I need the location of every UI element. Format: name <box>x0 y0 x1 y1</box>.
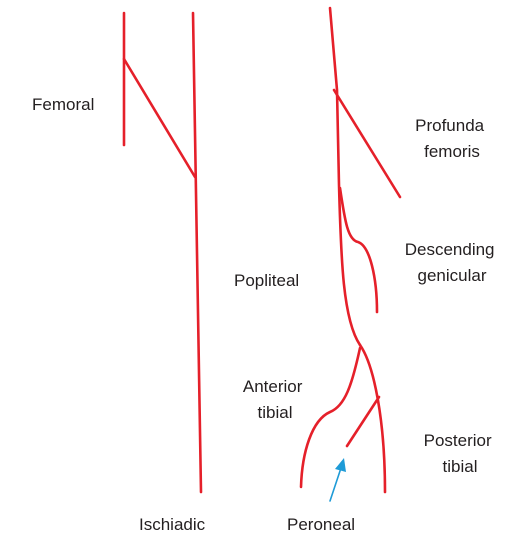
label-posterior-tibial: Posterior tibial <box>424 431 497 476</box>
label-descending-genicular-line-2: genicular <box>418 266 487 285</box>
label-femoral: Femoral <box>32 95 94 114</box>
main-trunk-vessel <box>330 8 360 345</box>
label-descending-genicular-line-1: Descending <box>405 240 495 259</box>
label-anterior-tibial-line-1: Anterior <box>243 377 303 396</box>
ischiadic-vessel <box>193 13 201 492</box>
label-peroneal: Peroneal <box>287 515 355 534</box>
labels: Femoral Ischiadic Profunda femoris Desce… <box>32 95 499 534</box>
label-posterior-tibial-line-2: tibial <box>443 457 478 476</box>
anterior-tibial-vessel <box>301 348 360 487</box>
label-popliteal: Popliteal <box>234 271 299 290</box>
label-posterior-tibial-line-1: Posterior <box>424 431 492 450</box>
left-schematic <box>124 13 201 492</box>
profunda-femoris-vessel <box>334 90 400 197</box>
pointer-arrow-head <box>335 458 346 472</box>
label-ischiadic: Ischiadic <box>139 515 206 534</box>
label-profunda-femoris-line-2: femoris <box>424 142 480 161</box>
label-profunda-femoris: Profunda femoris <box>415 116 489 161</box>
label-anterior-tibial: Anterior tibial <box>243 377 307 422</box>
posterior-tibial-branch-vessel <box>347 397 379 446</box>
label-descending-genicular: Descending genicular <box>405 240 500 285</box>
pointer-arrow-shaft <box>330 468 341 501</box>
femoral-ischiadic-connection <box>124 59 195 177</box>
right-schematic <box>301 8 400 492</box>
label-anterior-tibial-line-2: tibial <box>258 403 293 422</box>
peroneal-pointer-arrow <box>330 458 346 501</box>
label-profunda-femoris-line-1: Profunda <box>415 116 485 135</box>
